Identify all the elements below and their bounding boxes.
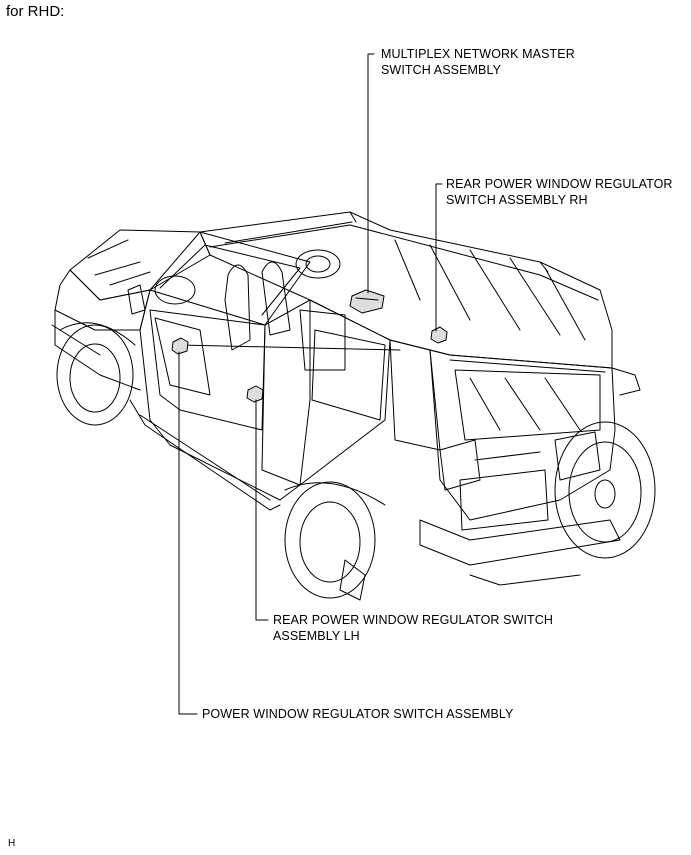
callout-front-switch: POWER WINDOW REGULATOR SWITCH ASSEMBLY: [202, 706, 513, 722]
callout-master-switch: MULTIPLEX NETWORK MASTER SWITCH ASSEMBLY: [381, 46, 575, 78]
rear-lh-switch-part: [246, 385, 264, 403]
vehicle-illustration: [51, 211, 656, 601]
callout-rear-lh: REAR POWER WINDOW REGULATOR SWITCH ASSEM…: [273, 612, 553, 644]
leader-master: [367, 53, 375, 294]
callout-front-switch-line1: POWER WINDOW REGULATOR SWITCH ASSEMBLY: [202, 707, 514, 721]
callout-rear-rh-line2: SWITCH ASSEMBLY RH: [446, 193, 588, 207]
rear-rh-switch-part: [430, 326, 448, 344]
page-heading: for RHD:: [6, 3, 65, 20]
leader-lines: [178, 53, 443, 715]
callout-master-switch-line1: MULTIPLEX NETWORK MASTER: [381, 47, 575, 61]
callout-rear-lh-line1: REAR POWER WINDOW REGULATOR SWITCH: [273, 613, 554, 627]
callout-rear-rh: REAR POWER WINDOW REGULATOR SWITCH ASSEM…: [446, 176, 673, 208]
leader-rear-rh: [435, 183, 443, 332]
leader-rear-lh: [255, 399, 269, 621]
front-switch-part: [171, 337, 189, 355]
figure-code: H: [8, 838, 16, 849]
callout-rear-rh-line1: REAR POWER WINDOW REGULATOR: [446, 177, 673, 191]
callout-rear-lh-line2: ASSEMBLY LH: [273, 629, 360, 643]
master-switch-part: [349, 289, 385, 314]
callout-master-switch-line2: SWITCH ASSEMBLY: [381, 63, 502, 77]
switch-components: [171, 289, 448, 403]
leader-front: [178, 351, 198, 715]
